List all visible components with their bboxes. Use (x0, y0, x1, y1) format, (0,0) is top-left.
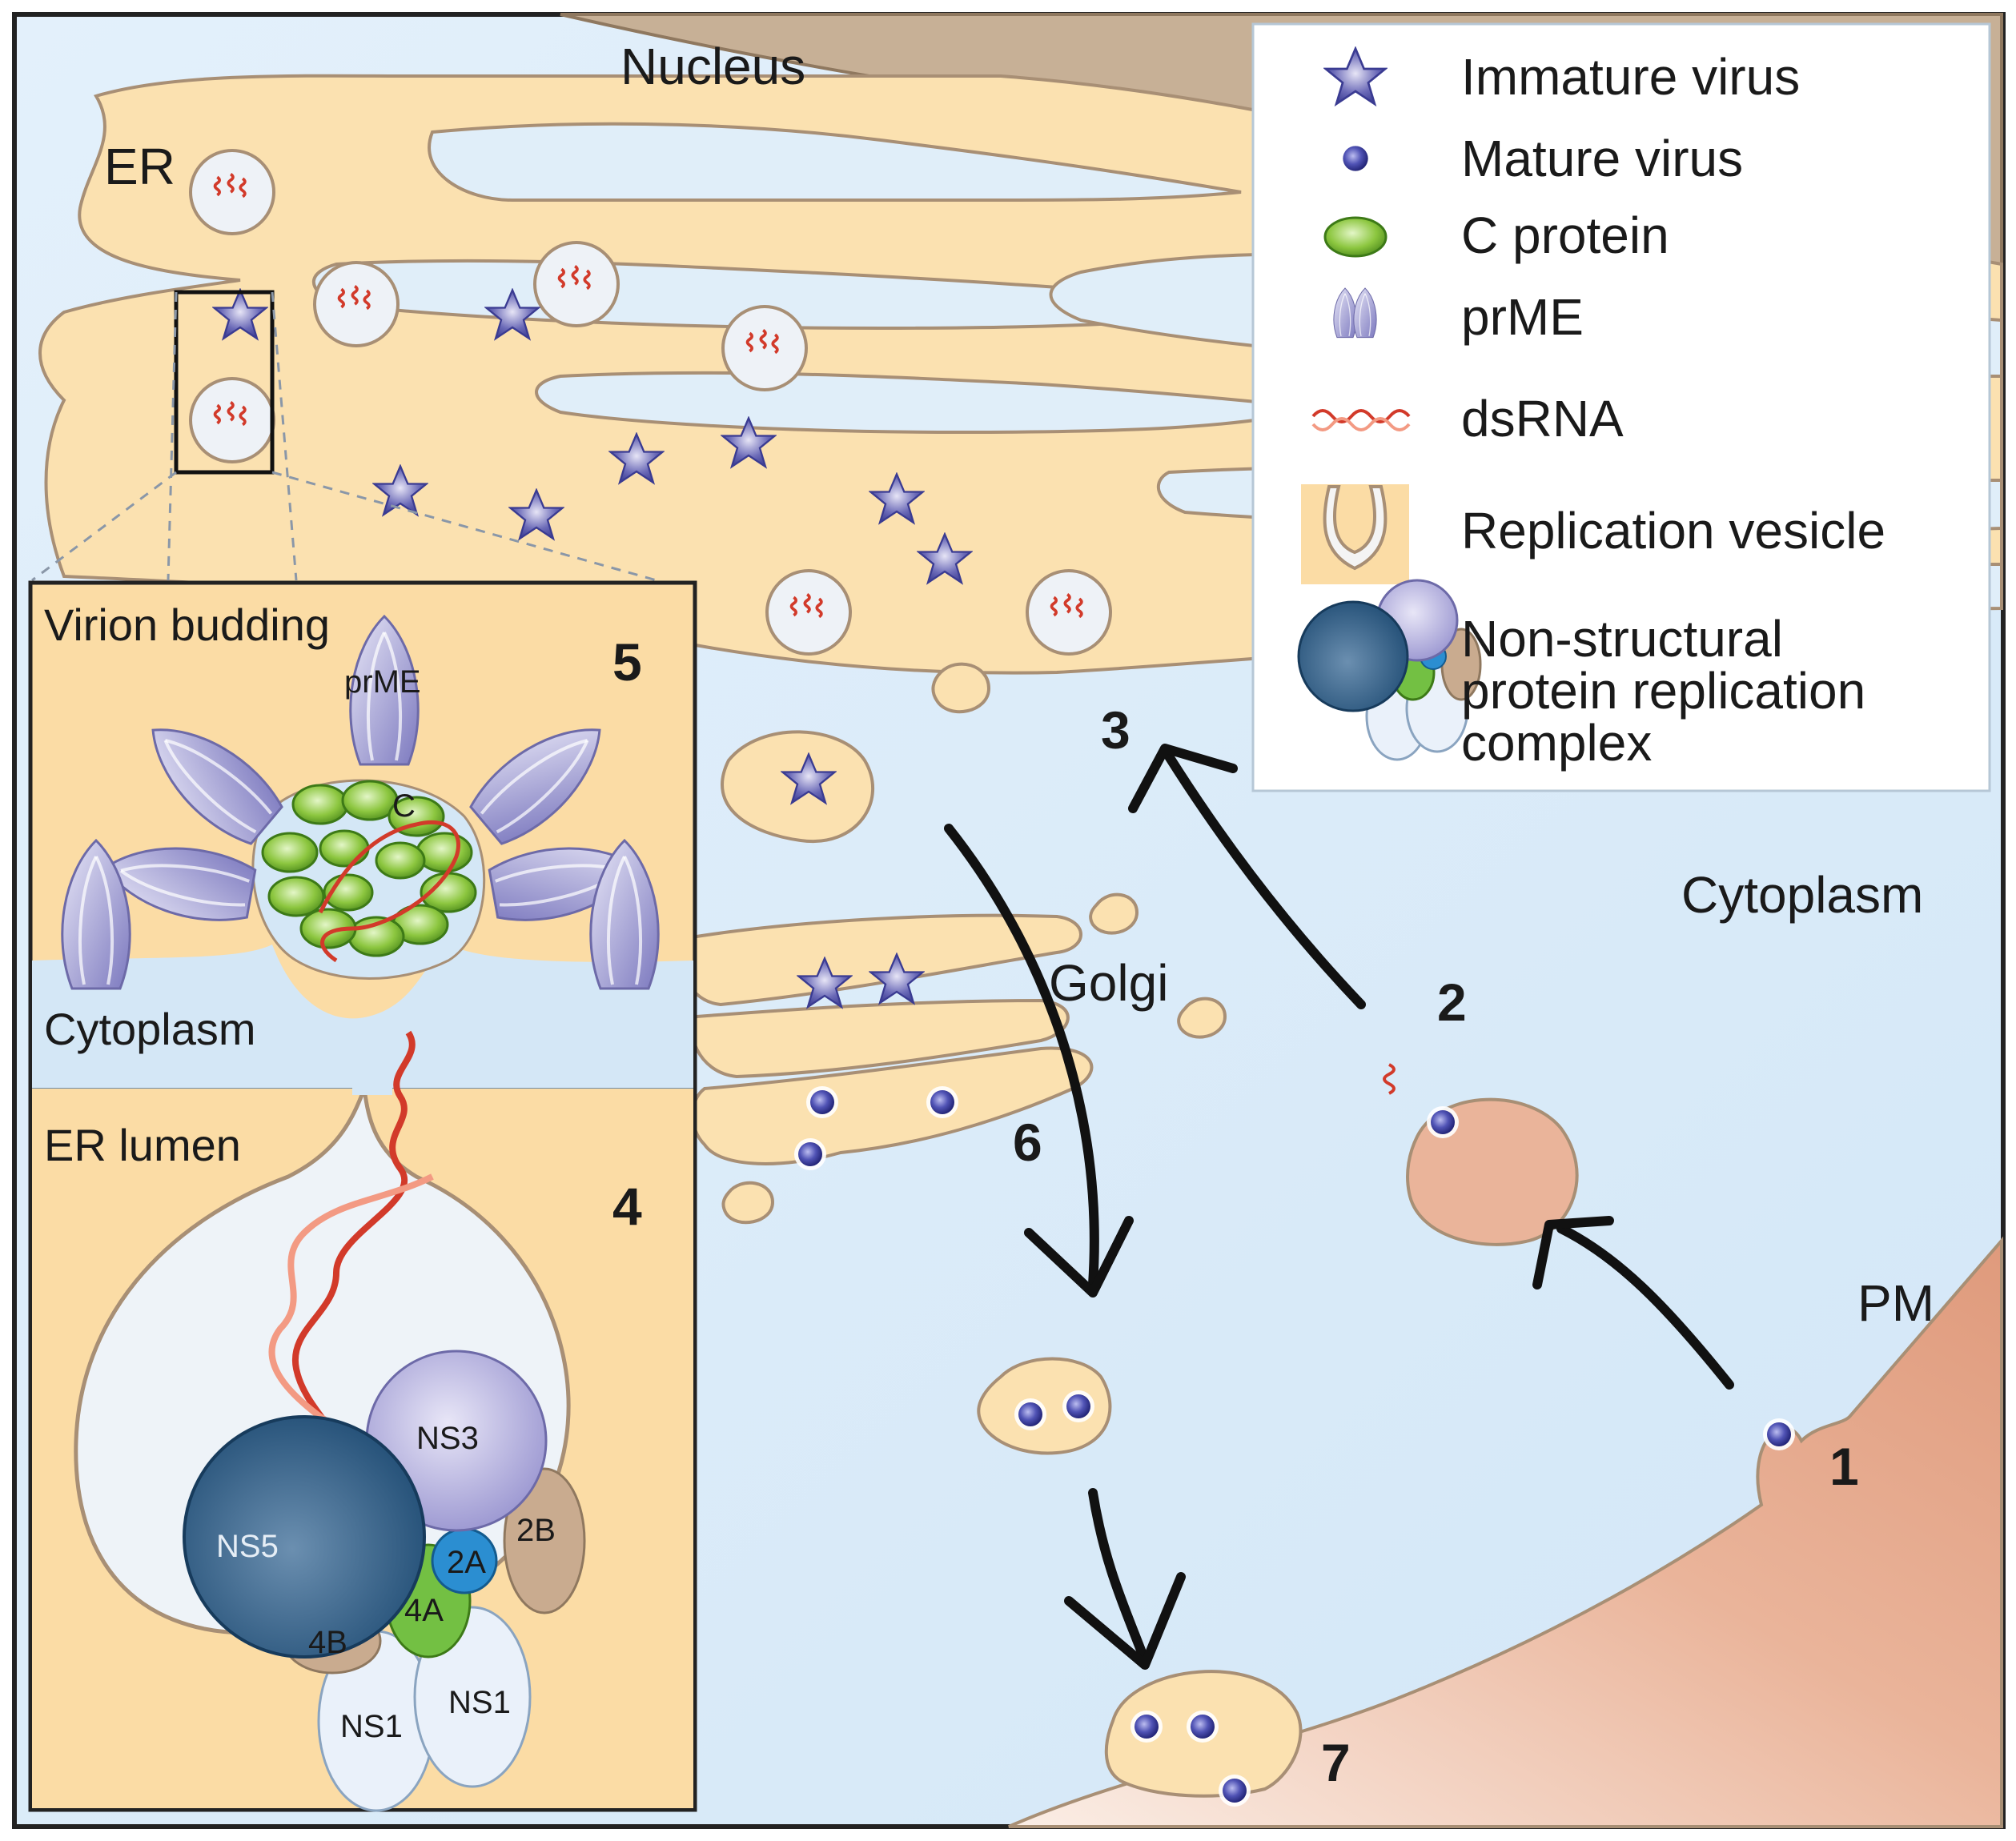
label-4a: 4A (404, 1593, 444, 1628)
label-cytoplasm-inset: Cytoplasm (44, 1004, 256, 1054)
arrowhead-2-to-3 (1128, 744, 1238, 813)
exocytosis-vesicle (1104, 1670, 1303, 1807)
arrowhead-1-to-2 (1532, 1216, 1614, 1290)
step-7: 7 (1321, 1733, 1351, 1792)
virus-attached-pm (1763, 1418, 1795, 1450)
label-c-inset: C (392, 788, 416, 824)
cytoplasm-vesicles (721, 662, 1227, 1455)
pathway-arrows (944, 744, 1734, 1670)
label-er: ER (104, 138, 175, 195)
label-pm: PM (1857, 1274, 1934, 1332)
vesicle-icon (1301, 484, 1409, 584)
dsrna-icon (1311, 409, 1411, 431)
arrow-6-to-7 (1088, 1488, 1150, 1666)
step-5: 5 (612, 632, 642, 692)
legend (1251, 22, 1991, 792)
label-ns1-left: NS1 (340, 1709, 403, 1744)
zoom-lines (31, 291, 657, 582)
legend-label-c-protein: C protein (1461, 207, 1669, 264)
label-ns5: NS5 (216, 1529, 279, 1564)
complex-icon (1297, 579, 1482, 761)
dot-icon (1339, 142, 1372, 175)
label-ns1-right: NS1 (448, 1685, 511, 1720)
legend-label-dsrna: dsRNA (1461, 390, 1624, 447)
label-ns3: NS3 (416, 1421, 479, 1456)
legend-label-mature: Mature virus (1461, 130, 1743, 187)
arrowhead-6 (1024, 1216, 1134, 1298)
arrowhead-7 (1064, 1572, 1186, 1670)
step-6: 6 (1013, 1113, 1042, 1172)
label-virion-budding: Virion budding (44, 600, 330, 650)
replication-complex (183, 1350, 586, 1812)
label-prme-inset: prME (344, 664, 421, 700)
legend-label-complex-1: Non-structural (1461, 610, 1783, 668)
step-4: 4 (612, 1177, 642, 1236)
legend-label-complex-3: complex (1461, 714, 1652, 772)
label-golgi: Golgi (1049, 954, 1168, 1012)
arrow-1-to-2 (1556, 1224, 1734, 1390)
zoom-box (174, 290, 275, 475)
label-2a: 2A (447, 1545, 486, 1580)
legend-label-complex-2: protein replication (1461, 662, 1865, 720)
inset-panel (28, 580, 697, 1812)
label-cytoplasm: Cytoplasm (1681, 866, 1923, 924)
step-3: 3 (1101, 700, 1130, 760)
arrow-2-to-3 (1164, 752, 1366, 1009)
label-nucleus: Nucleus (620, 38, 805, 95)
label-2b: 2B (516, 1513, 556, 1548)
legend-label-vesicle: Replication vesicle (1461, 502, 1885, 560)
legend-label-immature: Immature virus (1461, 48, 1800, 106)
ellipse-icon (1323, 216, 1388, 258)
step-1: 1 (1829, 1437, 1859, 1496)
golgi (681, 913, 1094, 1170)
step-2: 2 (1437, 973, 1467, 1032)
label-er-lumen: ER lumen (44, 1120, 241, 1170)
label-4b: 4B (308, 1625, 347, 1660)
arrow-6-down (944, 824, 1099, 1290)
legend-label-prme: prME (1461, 288, 1584, 346)
